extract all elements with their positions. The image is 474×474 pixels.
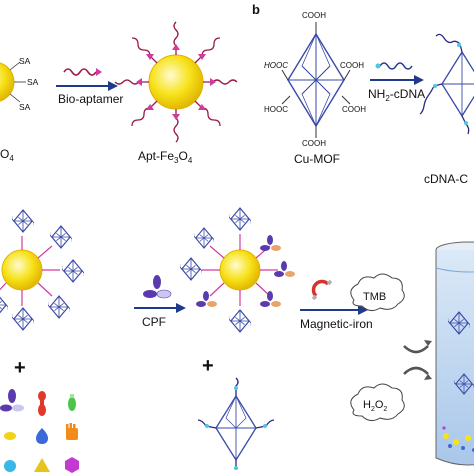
yellow-triangle-icon bbox=[34, 458, 50, 472]
cdna-cu-mof-label: cDNA-C bbox=[424, 172, 468, 186]
cpf-molecule-icon bbox=[0, 389, 24, 412]
cdna-cu-mof-partial bbox=[419, 33, 474, 135]
plus-mid: + bbox=[202, 355, 214, 377]
magnetic-iron-arrow: Magnetic-iron bbox=[300, 279, 373, 331]
sparkle-particles bbox=[442, 426, 474, 452]
hooc-left-label: HOOC bbox=[264, 61, 288, 70]
cyan-circle-icon bbox=[4, 460, 16, 472]
panel-a-top: SA SA SA O4 Bio-aptamer bbox=[0, 21, 238, 165]
dumbbell-red-icon bbox=[38, 391, 46, 416]
cu-mof-octahedron bbox=[281, 22, 351, 138]
orange-hand-icon bbox=[66, 423, 78, 440]
cpf-icon bbox=[143, 275, 172, 299]
blue-drop-icon bbox=[36, 428, 48, 444]
panel-b: b COOH HOOC COOH HOOC COOH COOH Cu-MOF bbox=[252, 2, 474, 186]
sa-fe3o4-bead: SA SA SA bbox=[0, 56, 39, 112]
cooh-low-label: COOH bbox=[342, 105, 366, 114]
tmb-cloud: TMB bbox=[350, 273, 405, 312]
cooh-bottom-label: COOH bbox=[302, 139, 326, 148]
magnetic-iron-label: Magnetic-iron bbox=[300, 317, 373, 331]
sa-label-bot: SA bbox=[19, 102, 31, 112]
panel-b-letter: b bbox=[252, 2, 260, 17]
cooh-right-label: COOH bbox=[340, 61, 364, 70]
bound-cpf-group bbox=[196, 235, 295, 307]
tmb-label: TMB bbox=[363, 291, 386, 303]
yellow-oval-icon bbox=[4, 432, 16, 440]
sa-label-top: SA bbox=[19, 56, 31, 66]
beaker bbox=[435, 241, 474, 466]
nh2-cdna-label: NH2-cDNA bbox=[368, 87, 425, 103]
h2o2-cloud: H2O2 bbox=[350, 383, 405, 422]
h2o2-label: H2O2 bbox=[363, 399, 387, 413]
nh2-cdna-arrow: NH2-cDNA bbox=[368, 62, 425, 103]
interferent-icons bbox=[0, 389, 79, 473]
purple-hexagon-icon bbox=[65, 457, 79, 473]
apt-fe3o4-label: Apt-Fe3O4 bbox=[138, 149, 193, 165]
cu-mof-label: Cu-MOF bbox=[294, 152, 340, 166]
cpf-arrow: CPF bbox=[134, 275, 186, 329]
plus-left: + bbox=[14, 357, 26, 379]
green-bulb-icon bbox=[68, 394, 76, 411]
cooh-top-label: COOH bbox=[302, 11, 326, 20]
released-cdna-cu-mof bbox=[197, 377, 275, 470]
cpf-label: CPF bbox=[142, 315, 166, 329]
reaction-cross-arrows bbox=[403, 340, 432, 380]
bio-aptamer-arrow: Bio-aptamer bbox=[56, 68, 123, 106]
hooc-low-label: HOOC bbox=[264, 105, 288, 114]
apt-fe3o4-bead bbox=[114, 21, 238, 143]
fe3o4-label-left: O4 bbox=[0, 147, 14, 163]
panel-bottom: + bbox=[0, 207, 474, 473]
sa-label-mid: SA bbox=[27, 77, 39, 87]
complex-middle bbox=[180, 207, 295, 333]
bio-aptamer-label: Bio-aptamer bbox=[58, 92, 123, 106]
complex-left bbox=[0, 209, 84, 331]
